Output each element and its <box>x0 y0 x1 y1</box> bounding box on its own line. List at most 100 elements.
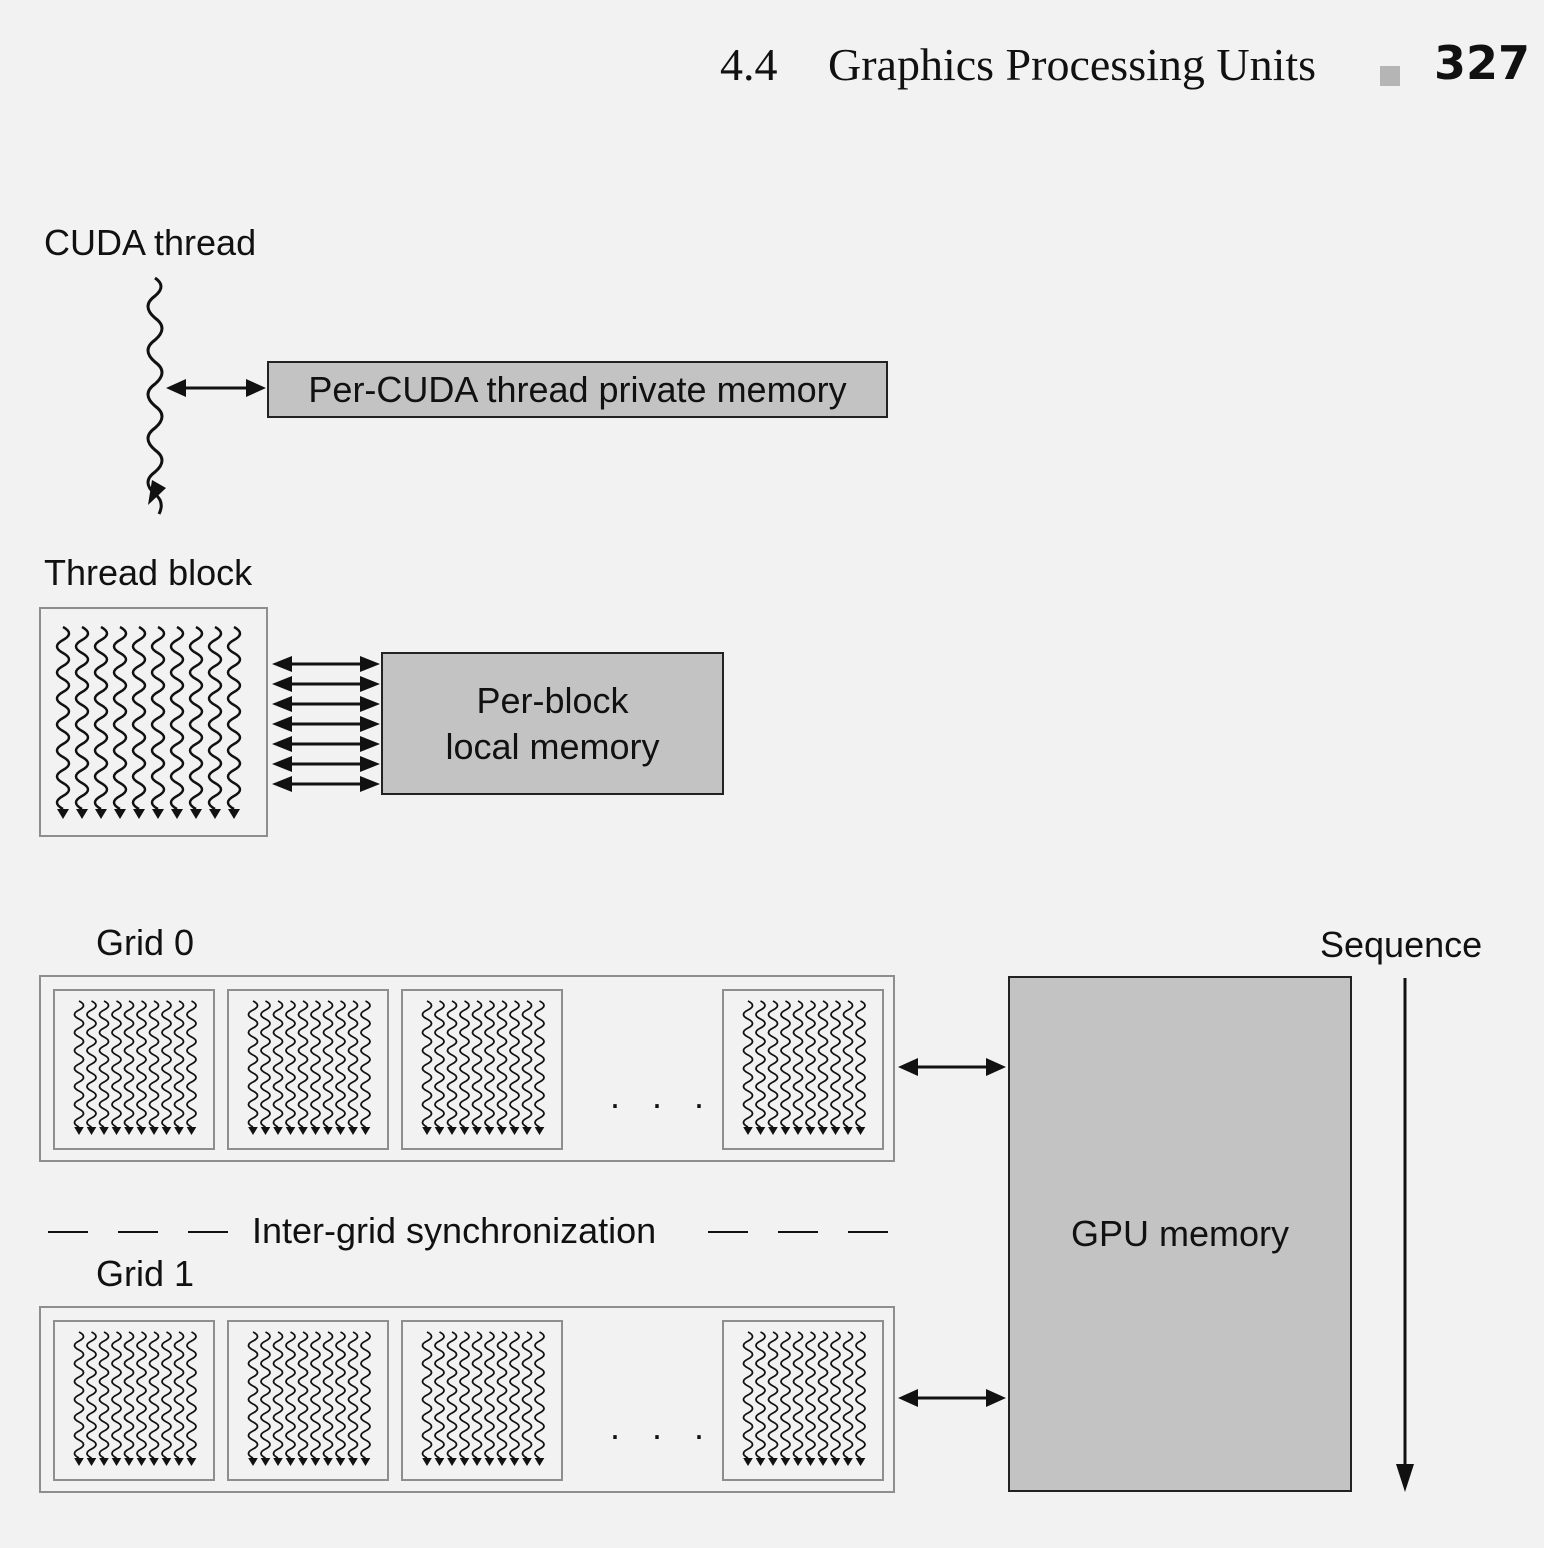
thread-arrowhead <box>459 1458 470 1466</box>
thread-arrowhead <box>843 1127 853 1135</box>
thread-wave <box>322 1331 334 1459</box>
thread-wave <box>123 1331 135 1459</box>
thread-arrowhead <box>855 1127 866 1135</box>
thread-wave <box>74 625 90 811</box>
thread-wave <box>421 1331 433 1459</box>
thread-arrowhead <box>522 1458 532 1466</box>
grid0-block <box>227 989 389 1150</box>
thread-arrowhead <box>149 1458 159 1466</box>
thread-wave <box>484 1000 495 1128</box>
grid0-ellipsis: · · · <box>609 1083 715 1124</box>
block-arrowhead-left <box>272 696 292 712</box>
thread-arrowhead <box>509 1458 520 1466</box>
thread-arrowhead <box>114 809 126 819</box>
section-title: Graphics Processing Units <box>828 39 1317 90</box>
grid1-frame: · · · <box>39 1306 895 1493</box>
thread-wave <box>161 1000 172 1128</box>
thread-arrowhead <box>149 1127 159 1135</box>
thread-wave <box>136 1331 147 1459</box>
thread-arrowhead <box>348 1127 358 1135</box>
thread-arrowhead <box>805 1458 816 1466</box>
thread-wave <box>148 1000 160 1128</box>
thread-wave <box>112 625 128 811</box>
thread-wave <box>260 1331 271 1459</box>
thread-wave <box>226 625 242 811</box>
thread-arrowhead <box>111 1127 122 1135</box>
block-arrowhead-right <box>360 776 380 792</box>
thread-arrowhead <box>228 809 240 819</box>
thread-arrowhead <box>447 1127 457 1135</box>
thread-wave <box>207 625 223 811</box>
thread-wave <box>521 1331 533 1459</box>
block-arrowhead-right <box>360 696 380 712</box>
thread-wave <box>471 1000 483 1128</box>
thread-arrowhead <box>260 1127 271 1135</box>
block-arrowhead-right <box>360 676 380 692</box>
thread-arrowhead <box>484 1127 495 1135</box>
thread-wave <box>272 1331 284 1459</box>
thread-arrowhead <box>855 1458 866 1466</box>
thread-arrowhead <box>534 1127 545 1135</box>
thread-wave <box>817 1331 829 1459</box>
thread-wave <box>755 1331 766 1459</box>
thread-arrowhead <box>793 1127 803 1135</box>
thread-arrowhead <box>248 1127 258 1135</box>
thread-arrowhead <box>472 1458 482 1466</box>
thread-arrowhead <box>818 1127 828 1135</box>
block-arrowhead-left <box>272 756 292 772</box>
thread-wave <box>742 1000 754 1128</box>
grid1-label: Grid 1 <box>96 1253 195 1294</box>
thread-wave <box>131 625 147 811</box>
thread-arrowhead <box>768 1458 778 1466</box>
thread-arrowhead <box>843 1458 853 1466</box>
thread-arrowhead <box>830 1458 841 1466</box>
threads-icon <box>742 1000 866 1135</box>
thread-arrowhead <box>76 809 88 819</box>
thread-arrowhead <box>86 1127 97 1135</box>
local-memory-box: Per-block local memory <box>381 652 724 795</box>
thread-arrowhead <box>323 1458 333 1466</box>
thread-wave <box>297 1331 309 1459</box>
thread-wave <box>509 1331 520 1459</box>
thread-arrowhead <box>522 1127 532 1135</box>
thread-wave <box>446 1331 458 1459</box>
thread-wave <box>767 1331 779 1459</box>
grid1-block <box>722 1320 884 1481</box>
thread-arrowhead <box>497 1127 507 1135</box>
thread-arrowhead <box>310 1127 321 1135</box>
thread-arrowhead <box>780 1458 791 1466</box>
thread-wave <box>421 1000 433 1128</box>
thread-wave <box>805 1000 816 1128</box>
thread-arrowhead <box>360 1458 371 1466</box>
thread-arrowhead <box>111 1458 122 1466</box>
thread-wave <box>347 1000 359 1128</box>
grid0-block <box>722 989 884 1150</box>
thread-wave <box>272 1000 284 1128</box>
thread-arrowhead <box>209 809 221 819</box>
thread-wave <box>830 1331 841 1459</box>
grid0-block <box>53 989 215 1150</box>
thread-arrowhead <box>472 1127 482 1135</box>
grid1-block <box>227 1320 389 1481</box>
thread-arrowhead <box>260 1458 271 1466</box>
thread-arrowhead <box>74 1458 84 1466</box>
thread-wave <box>73 1331 85 1459</box>
thread-wave <box>285 1000 296 1128</box>
thread-arrowhead <box>310 1458 321 1466</box>
grid1-block <box>401 1320 563 1481</box>
thread-wave <box>86 1331 97 1459</box>
thread-arrowhead <box>768 1127 778 1135</box>
thread-arrowhead <box>743 1127 753 1135</box>
thread-wave <box>434 1331 445 1459</box>
thread-arrowhead <box>171 809 183 819</box>
thread-arrowhead <box>447 1458 457 1466</box>
block-arrowhead-left <box>272 736 292 752</box>
thread-wave <box>297 1000 309 1128</box>
thread-arrowhead <box>755 1127 766 1135</box>
thread-arrowhead <box>830 1127 841 1135</box>
thread-wave <box>260 1000 271 1128</box>
thread-wave <box>86 1000 97 1128</box>
grid0-frame: · · · <box>39 975 895 1162</box>
thread-wave <box>509 1000 520 1128</box>
thread-wave <box>173 1331 185 1459</box>
